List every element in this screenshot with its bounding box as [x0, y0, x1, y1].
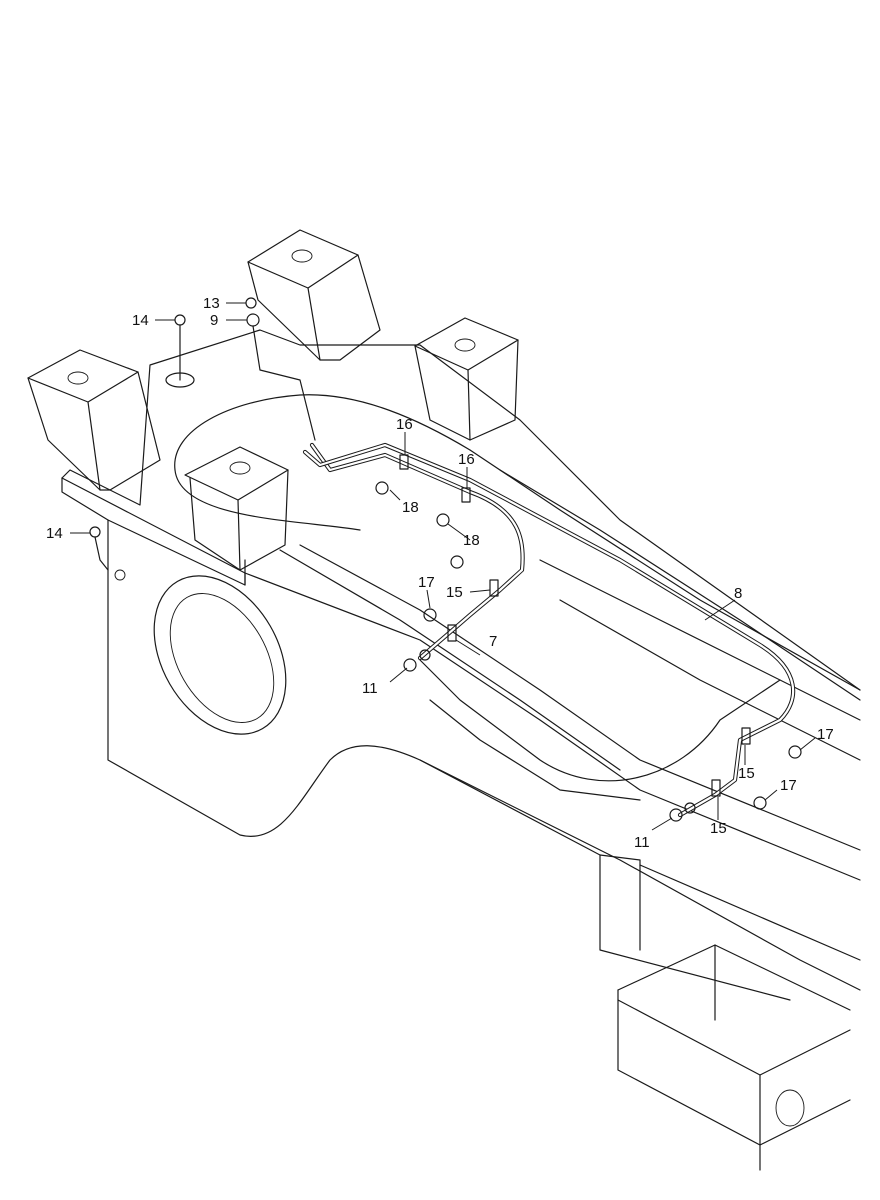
mount-block-front-left: [27, 349, 161, 491]
callout-13: 13: [203, 295, 220, 312]
callout-11-right: 11: [634, 834, 650, 851]
callout-15-center: 15: [446, 584, 463, 601]
callout-17-center: 17: [418, 574, 435, 591]
leader-lines: [70, 302, 816, 831]
callout-18-lower: 18: [463, 532, 480, 549]
callout-18-upper: 18: [402, 499, 419, 516]
callout-8: 8: [734, 585, 742, 602]
callout-11-left: 11: [362, 680, 378, 697]
counterweight-box: [617, 944, 851, 1171]
mount-block-back-left: [247, 229, 381, 361]
mount-block-front-right: [184, 446, 289, 571]
main-frame-outline: [61, 329, 861, 1001]
callout-17-lower-right: 17: [780, 777, 797, 794]
pipe-line-8: [302, 442, 796, 818]
callout-labels: 14 13 9 14 16 16 18 18 17 15 7 8 11 17 1…: [46, 295, 834, 851]
callout-15-upper-right: 15: [738, 765, 755, 782]
fittings: [89, 297, 802, 822]
callout-7: 7: [489, 633, 497, 650]
callout-17-upper-right: 17: [817, 726, 834, 743]
callout-14-top: 14: [132, 312, 149, 329]
callout-14-left: 14: [46, 525, 63, 542]
mount-block-back-right: [414, 317, 519, 441]
pipe-line-7: [309, 442, 525, 661]
callout-15-lower-right: 15: [710, 820, 727, 837]
callout-16-right: 16: [458, 451, 475, 468]
callout-9: 9: [210, 312, 218, 329]
callout-16-left: 16: [396, 416, 413, 433]
